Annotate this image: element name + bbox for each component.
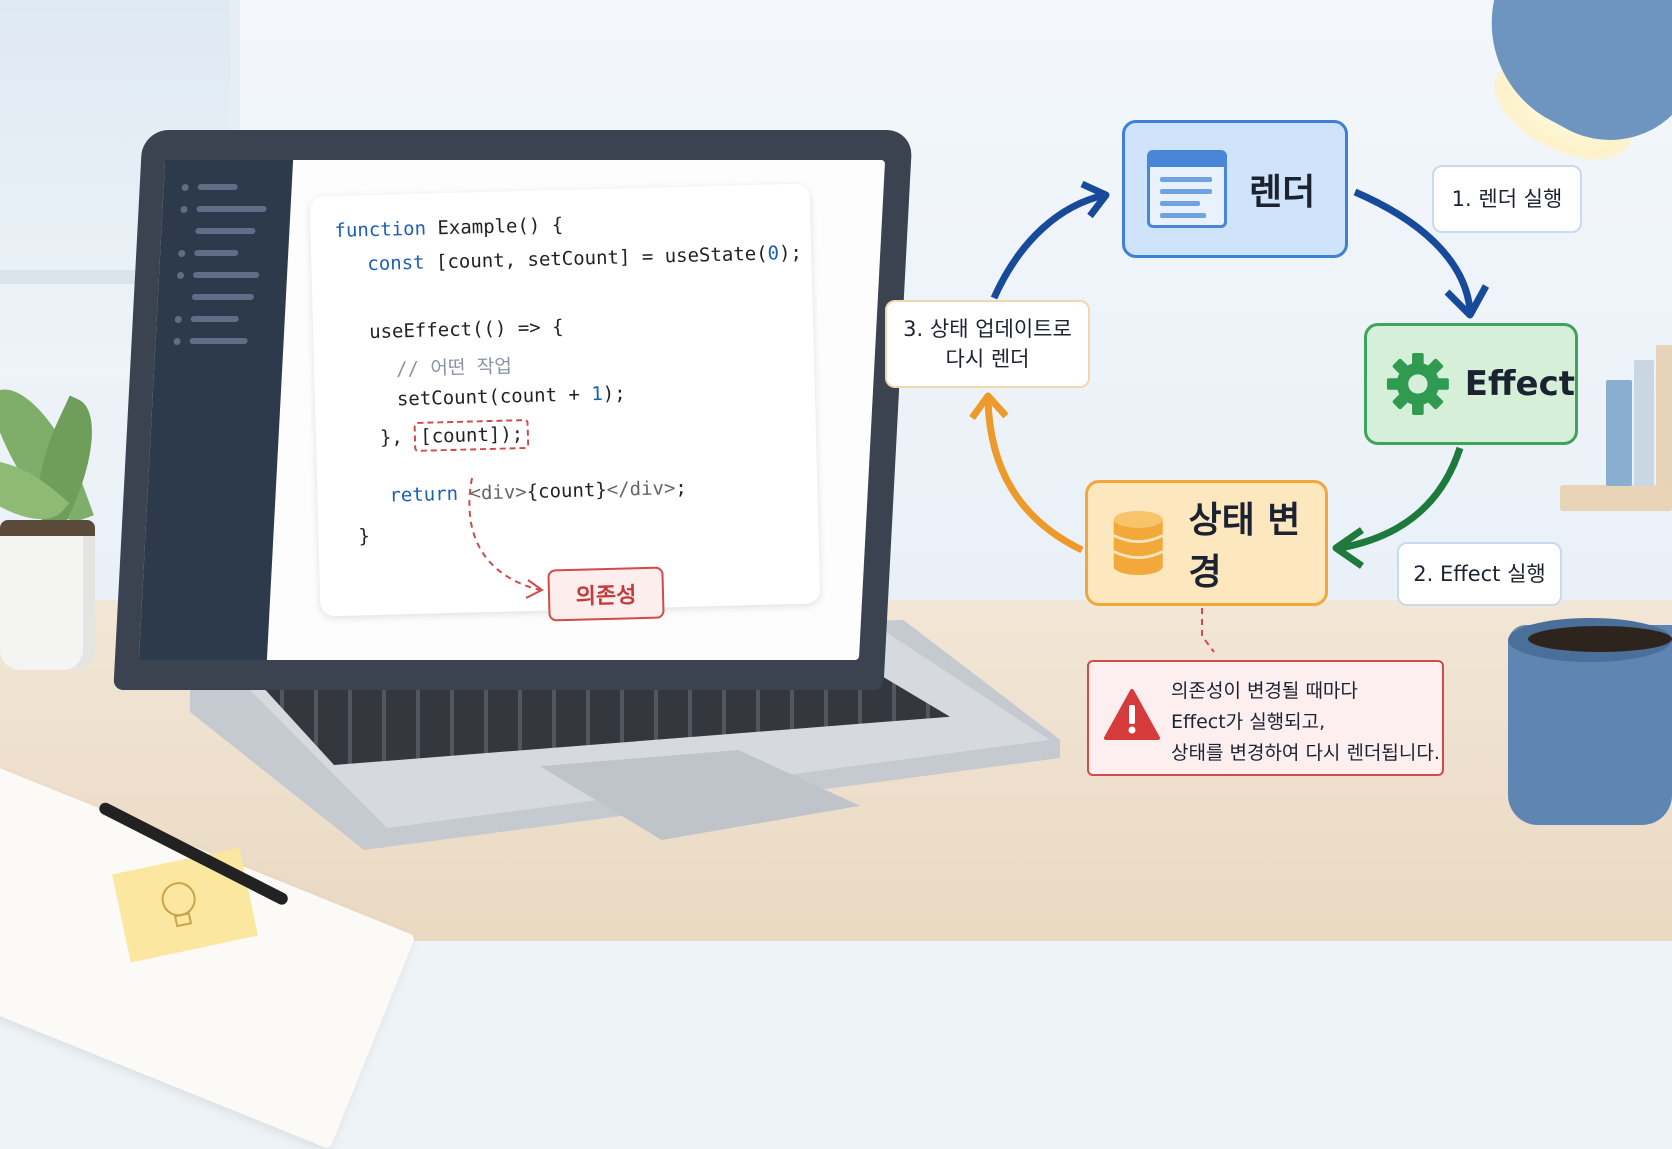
gear-icon [1386, 353, 1449, 415]
arrow-effect-to-state [1339, 446, 1464, 552]
render-node: 렌더 [1122, 120, 1348, 258]
effect-node: Effect [1364, 323, 1578, 445]
sticky-note [112, 847, 258, 963]
step-2-callout: 2. Effect 실행 [1397, 542, 1562, 606]
step-1-callout: 1. 렌더 실행 [1432, 165, 1582, 233]
book [1634, 360, 1654, 486]
warning-box: 의존성이 변경될 때마다 Effect가 실행되고, 상태를 변경하여 다시 렌… [1087, 660, 1444, 776]
warning-icon [1104, 689, 1160, 740]
database-icon [1113, 510, 1164, 576]
book [1606, 380, 1632, 486]
cycle-arrows [969, 180, 1490, 653]
effect-label: Effect [1464, 364, 1575, 404]
arrow-render-to-effect [1353, 188, 1474, 311]
coffee [1528, 626, 1672, 652]
arrow-state-to-render [984, 399, 1084, 554]
warning-text: 의존성이 변경될 때마다 Effect가 실행되고, 상태를 변경하여 다시 렌… [1171, 680, 1440, 764]
state-change-node: 상태 변경 [1085, 480, 1328, 606]
book [1656, 345, 1672, 486]
lightbulb-icon [161, 882, 196, 928]
state-change-label: 상태 변경 [1188, 500, 1301, 593]
step-3-line-1: 3. 상태 업데이트로 [903, 316, 1072, 341]
plant-soil [0, 520, 95, 536]
warning-connector [1201, 608, 1215, 653]
document-icon [1147, 150, 1227, 228]
arrow-to-render [990, 191, 1106, 300]
dependency-connector [468, 477, 544, 599]
step-3-line-2: 다시 렌더 [945, 347, 1030, 371]
plant-pot [0, 520, 95, 670]
shelf [1560, 485, 1672, 511]
render-label: 렌더 [1249, 172, 1316, 213]
step-3-callout: 3. 상태 업데이트로 다시 렌더 [885, 300, 1090, 388]
